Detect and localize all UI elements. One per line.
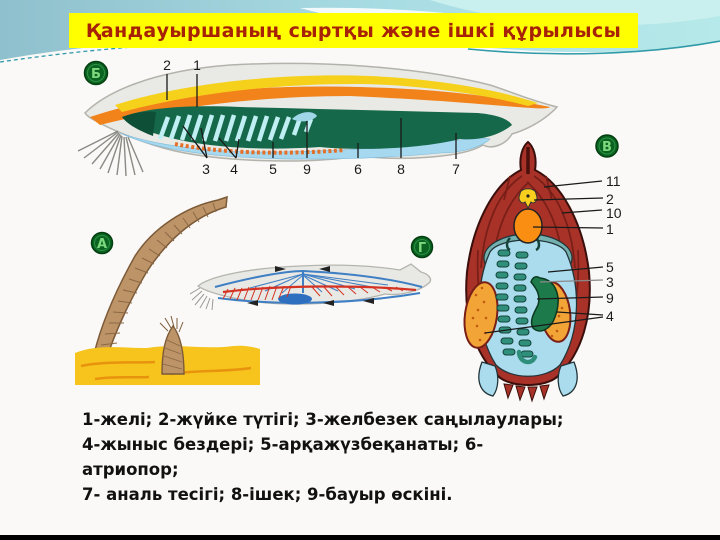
badge-v-letter: В: [602, 140, 612, 155]
label-b-7: 7: [452, 161, 460, 177]
caption-line-3: атриопор;: [82, 460, 179, 479]
gonad-strip: [174, 142, 346, 155]
label-v-2: 2: [606, 191, 614, 207]
badge-b-letter: Б: [91, 67, 101, 82]
pharynx-head-cap: [122, 111, 156, 136]
label-v-1: 1: [606, 221, 614, 237]
badge-b: Б: [83, 60, 109, 86]
gut-end: [516, 349, 538, 365]
flow-arrows: [247, 266, 374, 306]
label-v-4: 4: [606, 308, 614, 324]
body-silhouette: [196, 263, 432, 305]
red-vessels: [222, 285, 417, 301]
label-b-4: 4: [230, 161, 238, 177]
badge-a-letter: А: [97, 237, 107, 252]
slide-title: Қандауыршаның сыртқы және ішкі құрылысы: [85, 19, 622, 42]
heart-bulb: [278, 293, 312, 305]
label-v-10: 10: [606, 205, 622, 221]
title-banner: Қандауыршаның сыртқы және ішкі құрылысы: [69, 13, 638, 48]
gill-ladder: [495, 237, 541, 358]
badge-g-letter: Г: [418, 241, 426, 256]
head-cirri: [190, 287, 214, 311]
label-b-9: 9: [303, 161, 311, 177]
label-b-5: 5: [269, 161, 277, 177]
diagram-g-circulation: Г: [190, 235, 434, 311]
label-v-5: 5: [606, 259, 614, 275]
buried-lancelet: [161, 324, 185, 375]
label-v-11: 11: [606, 173, 621, 189]
label-b-2: 2: [163, 57, 171, 73]
badge-g: Г: [410, 235, 434, 259]
liver: [530, 276, 559, 332]
blue-vessels: [214, 269, 423, 304]
metapleural-lobe-right: [557, 361, 578, 397]
label-v-9: 9: [606, 290, 614, 306]
caption-line-1: 1-желі; 2-жүйке түтігі; 3-желбезек саңыл…: [82, 410, 564, 429]
caption-line-2: 4-жыныс бездері; 5-арқажүзбеқанаты; 6-: [82, 435, 484, 454]
nerve-tube-band: [115, 75, 538, 112]
metapleural-lobe-left: [478, 361, 499, 397]
nerve-tube: [518, 188, 538, 210]
buried-lancelet-hatching: [162, 339, 183, 370]
badge-a: А: [90, 231, 114, 255]
gill-slits: [157, 114, 314, 142]
liver-outgrowth: [292, 112, 317, 122]
header-swoosh-top-right: [430, 0, 720, 26]
buccal-cirri: [77, 130, 144, 177]
caption-block: 1-желі; 2-жүйке түтігі; 3-желбезек саңыл…: [82, 407, 662, 507]
neural-canal-dot: [526, 194, 530, 198]
notochord-band: [90, 86, 550, 125]
label-b-3: 3: [202, 161, 210, 177]
diagram-a-habitat: А: [75, 195, 260, 385]
buried-lancelet-cirri: [159, 315, 184, 333]
bottom-black-bar: [0, 535, 720, 540]
notochord: [513, 208, 543, 244]
label-b-1: 1: [193, 57, 201, 73]
lancelet-hatching: [100, 202, 217, 346]
pointer-lines: [166, 74, 457, 159]
header-solid-wave: [467, 40, 720, 55]
caption-line-4: 7- аналь тесігі; 8-ішек; 9-бауыр өскіні.: [82, 485, 453, 504]
label-b-8: 8: [397, 161, 405, 177]
label-b-6: 6: [354, 161, 362, 177]
badge-v: В: [595, 134, 619, 158]
label-v-3: 3: [606, 274, 614, 290]
diagram-v-cross-section: 11 2 10 1 5 3 9 4 В: [463, 134, 622, 403]
diagram-b-longitudinal-section: 2 1 3 4 5 9 6 8 7 Б: [77, 57, 559, 177]
ventral-finlets: [503, 383, 550, 403]
pointer-lines: [484, 180, 604, 334]
